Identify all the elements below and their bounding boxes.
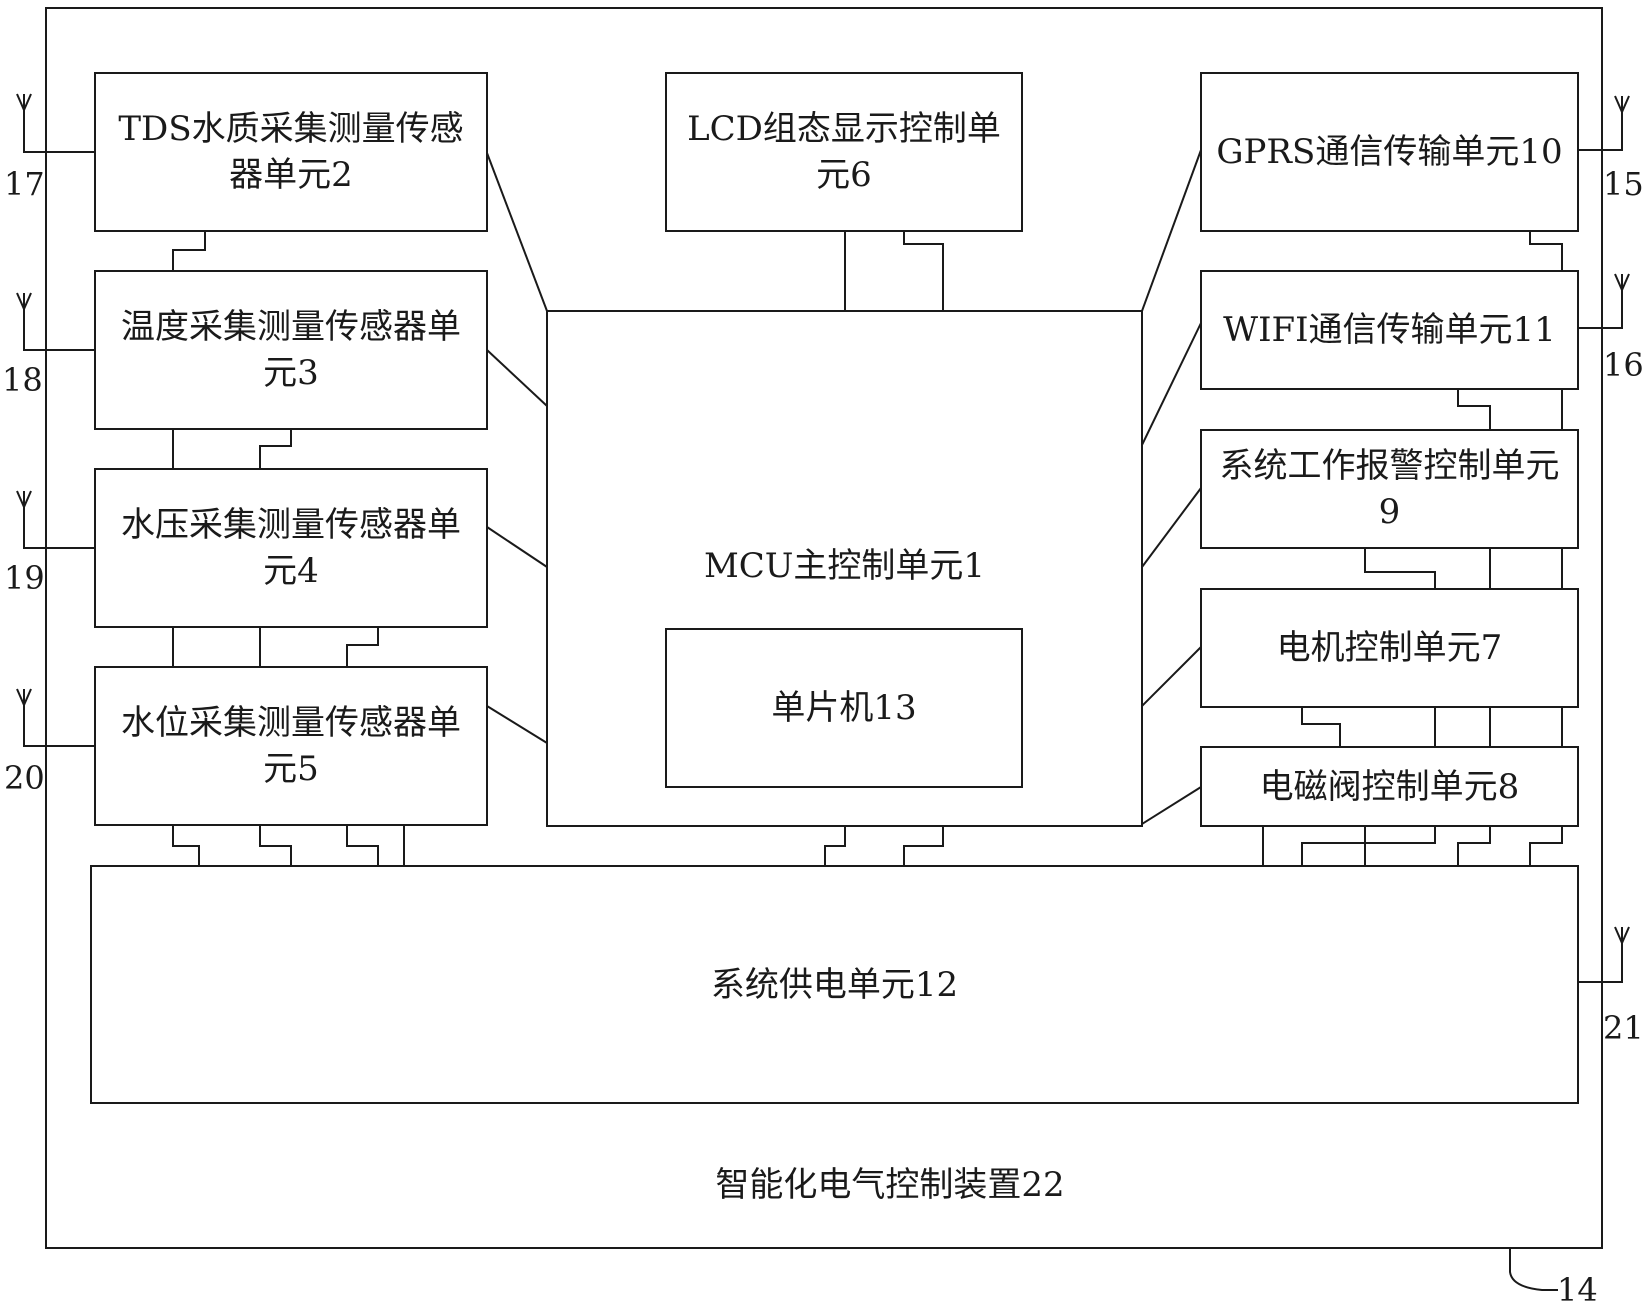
antenna-15-icon [1578, 95, 1630, 151]
ref-20: 20 [4, 759, 45, 797]
ref-17: 17 [4, 165, 45, 203]
ref-16: 16 [1603, 346, 1644, 384]
ref-21: 21 [1603, 1009, 1644, 1047]
device-frame [45, 7, 1603, 1249]
ref-14-leader [1509, 1248, 1558, 1291]
level-sensor-label: 水位采集测量传感器单元5 [121, 703, 461, 789]
ref-14: 14 [1557, 1271, 1598, 1309]
lcd-to-mcu-links [844, 231, 944, 311]
temperature-sensor-label: 温度采集测量传感器单元3 [121, 307, 461, 393]
lcd-display-label: LCD组态显示控制单元6 [687, 109, 1001, 195]
antenna-18-icon [16, 292, 95, 351]
wifi-box [1200, 270, 1579, 390]
valve-box [1200, 746, 1579, 827]
antenna-20-icon [16, 688, 95, 747]
ref-18: 18 [2, 361, 43, 399]
antenna-21-icon [1578, 926, 1630, 983]
right-column-connectors [1262, 231, 1563, 866]
antenna-19-icon [16, 490, 95, 549]
tds-sensor-label: TDS水质采集测量传感器单元2 [118, 109, 464, 195]
gprs-label: GPRS通信传输单元10 [1216, 132, 1563, 172]
wifi-label: WIFI通信传输单元11 [1223, 310, 1556, 350]
antenna-16-icon [1578, 273, 1630, 329]
pressure-sensor-label: 水压采集测量传感器单元4 [121, 505, 461, 591]
power-supply-box [90, 865, 1579, 1104]
mcu-chip-label: 单片机13 [771, 688, 917, 728]
mcu-to-power-links [824, 826, 944, 866]
left-column-connectors [172, 231, 405, 866]
valve-label: 电磁阀控制单元8 [1259, 766, 1520, 807]
mcu-to-right-links [1141, 149, 1202, 825]
device-label: 智能化电气控制装置22 [715, 1165, 1065, 1205]
power-supply-label: 系统供电单元12 [710, 964, 959, 1005]
ref-19: 19 [4, 559, 45, 597]
alarm-label: 系统工作报警控制单元9 [1219, 446, 1560, 532]
mcu-main-label: MCU主控制单元1 [703, 546, 986, 586]
antenna-17-icon [16, 93, 95, 153]
motor-label: 电机控制单元7 [1276, 628, 1503, 668]
ref-15: 15 [1603, 165, 1644, 203]
mcu-chip-box [665, 628, 1023, 788]
sensor-to-mcu-links [486, 152, 548, 744]
